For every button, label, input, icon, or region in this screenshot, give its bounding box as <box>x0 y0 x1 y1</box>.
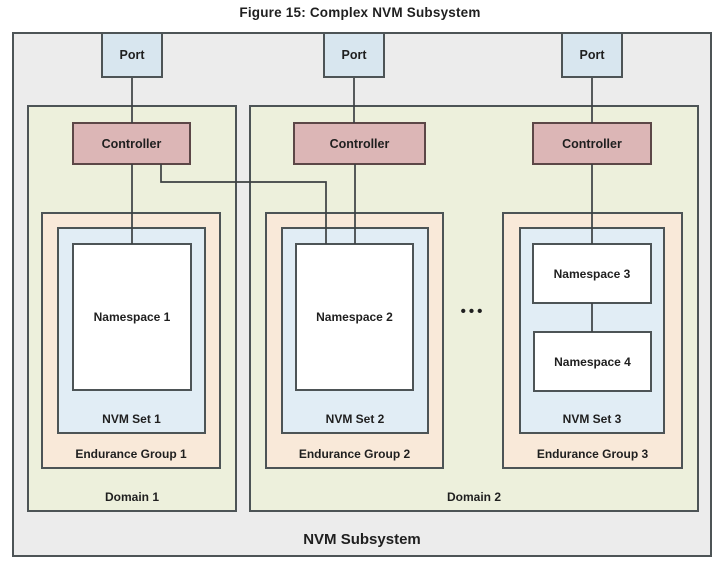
domain-2-label: Domain 2 <box>446 490 501 504</box>
endurance-group-3-label: Endurance Group 3 <box>536 447 649 461</box>
namespace-4-label: Namespace 4 <box>554 354 631 369</box>
ellipsis: ••• <box>460 303 486 320</box>
controller-1-box: Controller <box>72 122 191 165</box>
port-1-label: Port <box>119 48 145 62</box>
domain-1-label: Domain 1 <box>104 490 159 504</box>
namespace-2-box: Namespace 2 <box>295 243 414 391</box>
namespace-4-box: Namespace 4 <box>533 331 652 392</box>
controller-2-label: Controller <box>329 136 390 151</box>
controller-3-box: Controller <box>532 122 652 165</box>
namespace-3-label: Namespace 3 <box>553 266 631 281</box>
port-2-box: Port <box>323 32 385 78</box>
nvm-set-3-label: NVM Set 3 <box>562 412 622 426</box>
controller-1-label: Controller <box>101 136 162 151</box>
endurance-group-2-label: Endurance Group 2 <box>298 447 411 461</box>
namespace-2-label: Namespace 2 <box>316 310 393 324</box>
port-3-box: Port <box>561 32 623 78</box>
port-1-box: Port <box>101 32 163 78</box>
controller-2-box: Controller <box>293 122 426 165</box>
namespace-1-label: Namespace 1 <box>93 310 171 324</box>
namespace-1-box: Namespace 1 <box>72 243 192 391</box>
endurance-group-1-label: Endurance Group 1 <box>75 447 187 461</box>
controller-3-label: Controller <box>562 136 622 151</box>
nvm-set-1-label: NVM Set 1 <box>102 412 161 426</box>
port-2-label: Port <box>341 48 367 62</box>
nvm-set-2-label: NVM Set 2 <box>325 412 385 426</box>
port-3-label: Port <box>579 48 605 62</box>
nvm-subsystem-label: NVM Subsystem <box>303 531 421 548</box>
namespace-3-box: Namespace 3 <box>532 243 652 304</box>
figure-title: Figure 15: Complex NVM Subsystem <box>239 5 481 20</box>
